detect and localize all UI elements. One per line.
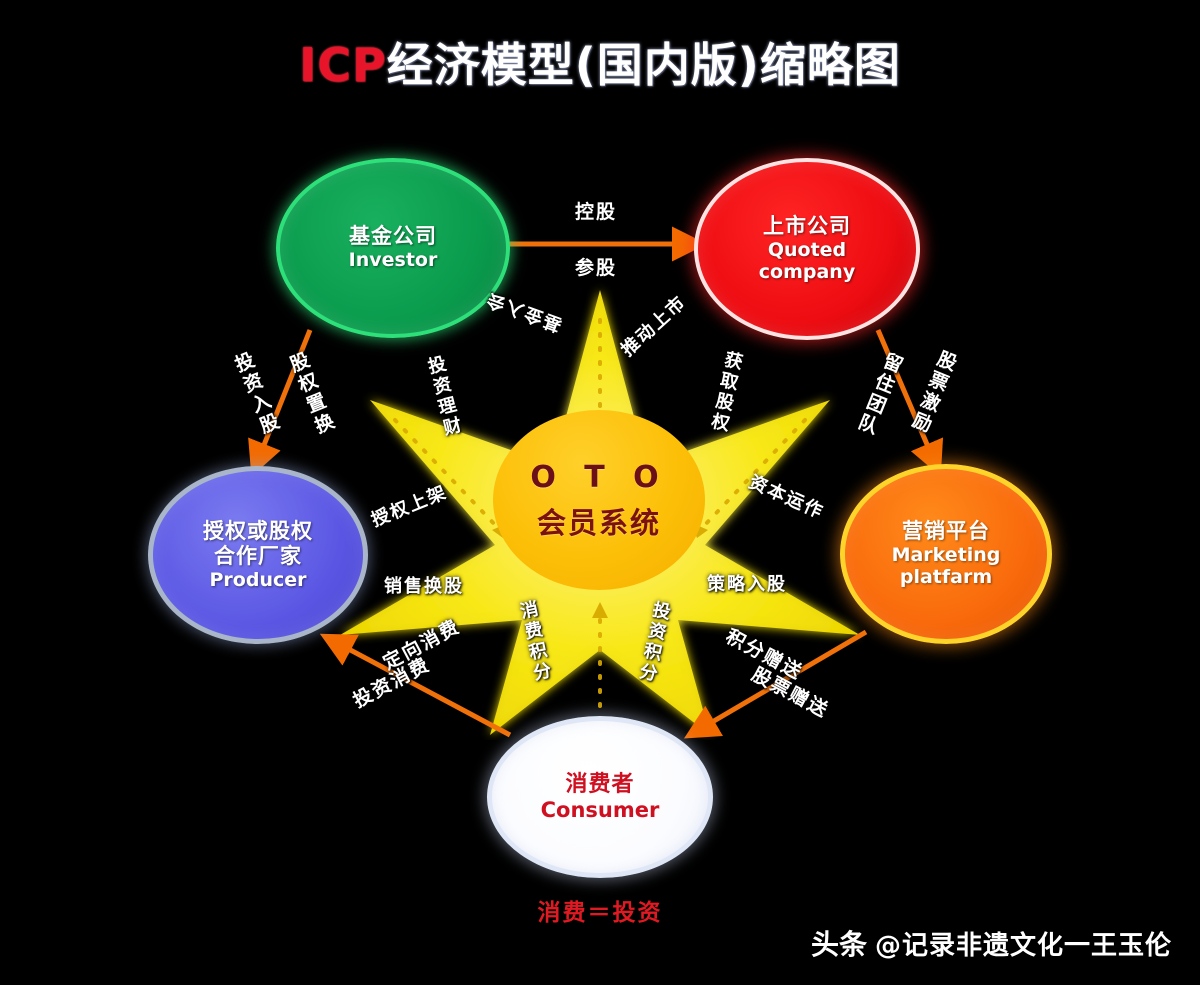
arrow-consumer-to-producer xyxy=(319,633,512,738)
node-oto-cn: 会员系统 xyxy=(536,505,661,540)
node-producer-en: Producer xyxy=(209,568,307,591)
watermark-text: @记录非遗文化一王玉伦 xyxy=(874,930,1172,961)
edge-label-top-lower: 参股 xyxy=(575,257,618,279)
node-quoted-cn: 上市公司 xyxy=(763,214,851,239)
node-marketing-en2: platfarm xyxy=(899,566,993,589)
toutiao-logo: 头条 xyxy=(810,928,867,961)
arrow-marketing-to-consumer xyxy=(683,629,868,739)
node-marketing-cn: 营销平台 xyxy=(902,519,990,544)
node-quoted-en2: company xyxy=(758,261,856,284)
node-oto-member-system[interactable]: O T O 会员系统 xyxy=(493,410,705,590)
node-marketing-en: Marketing xyxy=(891,543,1001,566)
node-consumer-cn: 消费者 xyxy=(565,771,635,797)
arrow-investor-to-producer xyxy=(248,329,313,477)
star-label-w-lower: 销售换股 xyxy=(384,576,464,597)
node-investor-cn: 基金公司 xyxy=(349,224,437,249)
node-consumer-en: Consumer xyxy=(540,797,660,822)
node-quoted-company[interactable]: 上市公司 Quoted company xyxy=(694,158,920,340)
bottom-note: 消费＝投资 xyxy=(537,900,663,926)
node-quoted-en: Quoted xyxy=(767,238,847,261)
node-investor[interactable]: 基金公司 Investor xyxy=(276,158,510,338)
node-producer-cn: 授权或股权 xyxy=(203,519,313,544)
edge-label-top-upper: 控股 xyxy=(575,201,618,223)
arrow-quoted-to-marketing xyxy=(875,329,944,477)
node-oto-acronym: O T O xyxy=(530,460,668,496)
node-investor-en: Investor xyxy=(348,249,438,272)
title-rest: 经济模型(国内版)缩略图 xyxy=(386,38,901,92)
node-consumer[interactable]: 消费者 Consumer xyxy=(487,716,713,878)
node-producer-cn2: 合作厂家 xyxy=(214,543,302,568)
watermark: 头条 @记录非遗文化一王玉伦 xyxy=(811,923,1172,963)
star-label-e-lower: 策略入股 xyxy=(707,574,787,595)
node-marketing-platform[interactable]: 营销平台 Marketing platfarm xyxy=(840,464,1052,644)
node-producer[interactable]: 授权或股权 合作厂家 Producer xyxy=(148,466,368,644)
page-title: ICP经济模型(国内版)缩略图 xyxy=(0,38,1200,93)
title-accent: ICP xyxy=(299,38,387,92)
